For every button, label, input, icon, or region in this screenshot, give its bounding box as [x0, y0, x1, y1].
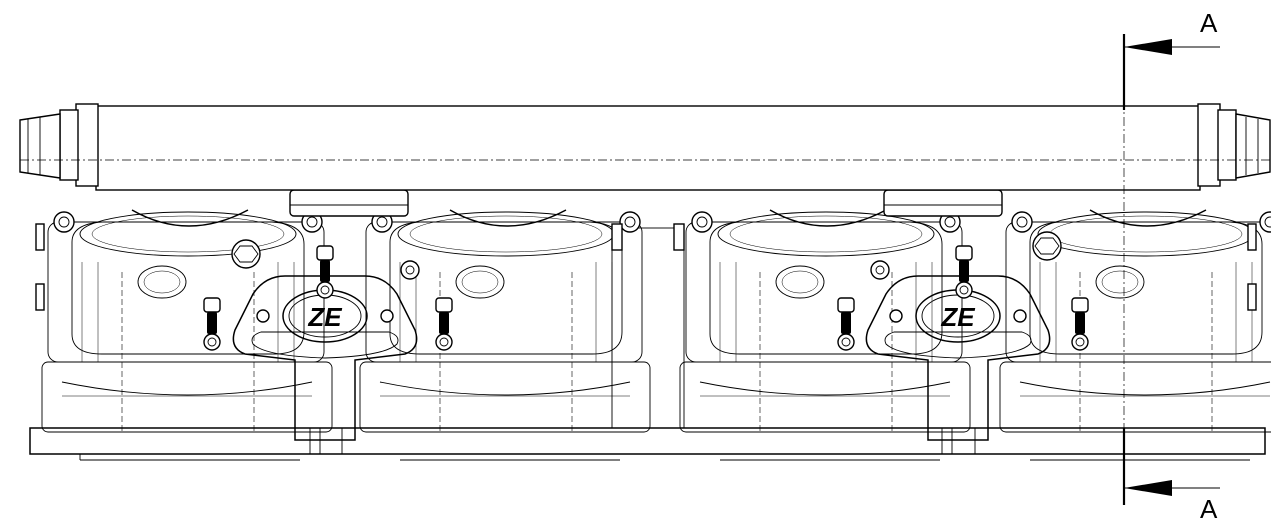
center-bracket-left: ZE	[232, 275, 418, 441]
section-label-bottom: A	[1200, 494, 1218, 524]
throttle-body-3	[679, 209, 971, 433]
center-bracket-right: ZE	[865, 275, 1051, 441]
injector-studs	[203, 245, 1089, 351]
throttle-body-1	[41, 209, 333, 433]
injector-blocks	[231, 189, 1062, 280]
logo-right: ZE	[940, 302, 975, 332]
section-label-top: A	[1200, 8, 1218, 38]
throttle-body-2	[359, 209, 651, 433]
section-line	[1122, 34, 1220, 505]
side-bolts	[35, 223, 1257, 311]
logo-left: ZE	[307, 302, 342, 332]
fuel-rail	[19, 103, 1271, 191]
